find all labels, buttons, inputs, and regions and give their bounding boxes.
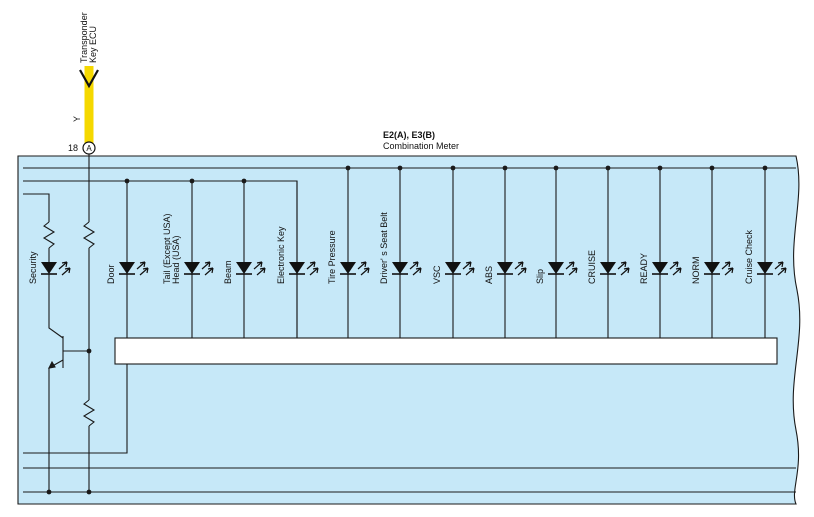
light-emission-arrow-icon	[136, 261, 146, 270]
light-emission-arrow-icon	[306, 261, 316, 270]
led-icon	[236, 262, 252, 274]
light-emission-arrow-icon	[724, 267, 734, 276]
meter-wiring	[23, 154, 796, 493]
indicator-label: CRUISE	[587, 250, 597, 284]
indicator-label: NORM	[691, 257, 701, 285]
indicator-label: Electronic Key	[276, 226, 286, 284]
light-emission-arrow-icon	[357, 261, 367, 270]
light-emission-arrow-icon	[412, 267, 422, 276]
light-emission-arrow-icon	[465, 267, 475, 276]
light-emission-arrow-icon	[309, 267, 319, 276]
led-icon	[600, 262, 616, 274]
indicator-label: Slip	[535, 269, 545, 284]
light-emission-arrow-icon	[514, 261, 524, 270]
light-emission-arrow-icon	[256, 267, 266, 276]
indicator-label: Tail (Except USA)	[162, 213, 172, 284]
light-emission-arrow-icon	[201, 261, 211, 270]
light-emission-arrow-icon	[58, 261, 68, 270]
light-emission-arrow-icon	[620, 267, 630, 276]
wire-destination-line2: Key ECU	[88, 26, 98, 63]
led-icon	[445, 262, 461, 274]
wire-destination-line1: Transponder	[79, 12, 89, 63]
connector-ids: E2(A), E3(B)	[383, 130, 435, 140]
indicator-label: Beam	[223, 260, 233, 284]
combination-meter-body	[17, 155, 801, 505]
indicator-label: Security	[28, 251, 38, 284]
wire-arrow-icon	[79, 69, 99, 89]
indicator-label: VSC	[432, 265, 442, 284]
led-icon	[497, 262, 513, 274]
light-emission-arrow-icon	[253, 261, 263, 270]
led-icon	[652, 262, 668, 274]
led-icon	[340, 262, 356, 274]
indicator-label: Door	[106, 264, 116, 284]
light-emission-arrow-icon	[617, 261, 627, 270]
indicator-label: Tire Pressure	[327, 230, 337, 284]
wire-color-code: Y	[72, 116, 82, 122]
light-emission-arrow-icon	[672, 267, 682, 276]
light-emission-arrow-icon	[774, 261, 784, 270]
led-icon	[184, 262, 200, 274]
light-emission-arrow-icon	[360, 267, 370, 276]
led-icon	[41, 262, 57, 274]
light-emission-arrow-icon	[462, 261, 472, 270]
indicator-label-secondary: Head (USA)	[171, 235, 181, 284]
led-icon	[548, 262, 564, 274]
light-emission-arrow-icon	[61, 267, 71, 276]
indicator-label: READY	[639, 253, 649, 284]
led-icon	[757, 262, 773, 274]
light-emission-arrow-icon	[568, 267, 578, 276]
indicator-leds: Security Door Tail (Except USA)Head (USA) B…	[28, 168, 787, 338]
light-emission-arrow-icon	[669, 261, 679, 270]
indicator-label: Driver' s Seat Belt	[379, 212, 389, 284]
light-emission-arrow-icon	[409, 261, 419, 270]
light-emission-arrow-icon	[204, 267, 214, 276]
light-emission-arrow-icon	[721, 261, 731, 270]
light-emission-arrow-icon	[777, 267, 787, 276]
pin-number: 18	[68, 143, 78, 153]
led-icon	[704, 262, 720, 274]
led-icon	[119, 262, 135, 274]
component-name: Combination Meter	[383, 141, 459, 151]
light-emission-arrow-icon	[517, 267, 527, 276]
led-icon	[392, 262, 408, 274]
indicator-label: ABS	[484, 266, 494, 284]
connector-pin-letter: A	[86, 144, 92, 153]
indicator-label: Cruise Check	[744, 229, 754, 284]
light-emission-arrow-icon	[565, 261, 575, 270]
light-emission-arrow-icon	[139, 267, 149, 276]
led-icon	[289, 262, 305, 274]
